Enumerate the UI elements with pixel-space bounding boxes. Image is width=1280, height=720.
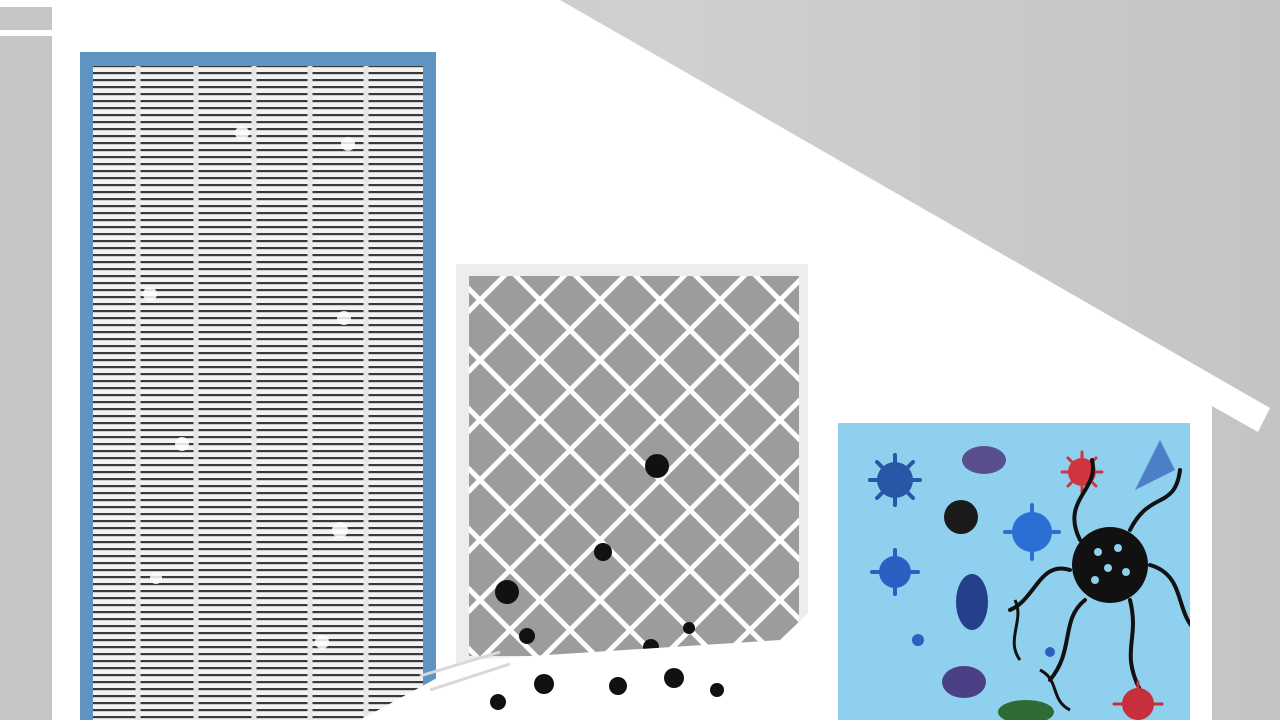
airflow-arrow-icon [360, 596, 932, 720]
microbe-icon [868, 453, 922, 507]
germ-panel-icon [838, 423, 1190, 720]
hepa-filter-icon [80, 52, 436, 720]
mesh-filter-icon [456, 264, 808, 664]
